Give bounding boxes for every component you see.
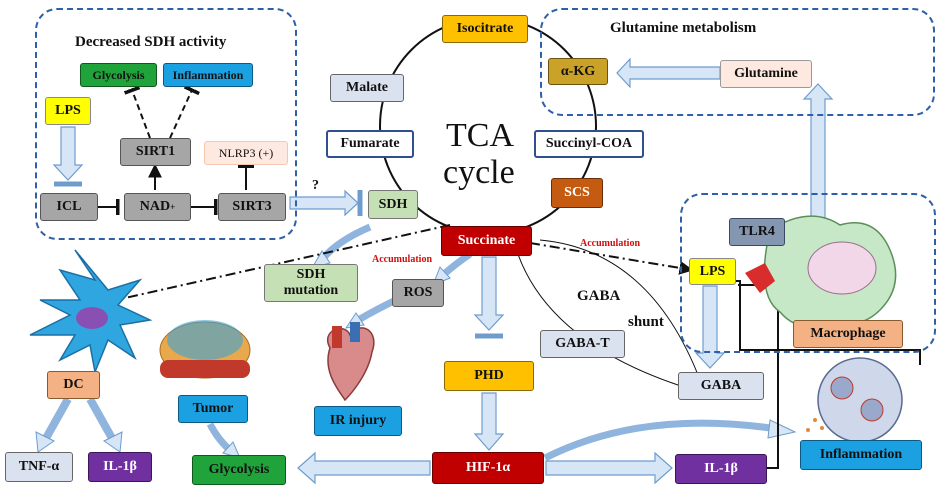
sdh-mutation-node: SDH mutation bbox=[264, 264, 358, 302]
sdh-activity-panel bbox=[35, 8, 297, 240]
tnf-alpha-node: TNF-α bbox=[5, 452, 73, 482]
tlr4-node: TLR4 bbox=[729, 218, 785, 246]
icl-node: ICL bbox=[40, 193, 98, 221]
sdh-inflammation-node: Inflammation bbox=[163, 63, 253, 87]
glutamine-panel-title: Glutamine metabolism bbox=[610, 20, 757, 36]
sdh-lps-node: LPS bbox=[45, 97, 91, 125]
unknown-link-label: ? bbox=[312, 178, 319, 193]
accumulation-to-lps bbox=[529, 242, 694, 275]
tca-label-line1: TCA bbox=[446, 117, 514, 154]
accumulation-left-label: Accumulation bbox=[372, 254, 432, 265]
il1b-left-node: IL-1β bbox=[88, 452, 152, 482]
succinate-to-phd-arrow bbox=[473, 256, 505, 331]
sirt3-to-sdh-arrow bbox=[289, 189, 359, 217]
hif-1a-node: HIF-1α bbox=[432, 452, 544, 484]
fumarate-node: Fumarate bbox=[326, 130, 414, 158]
nlrp3-node: NLRP3 (+) bbox=[204, 141, 288, 165]
gaba-node: GABA bbox=[678, 372, 764, 400]
sdh-glycolysis-node: Glycolysis bbox=[80, 63, 157, 87]
sirt3-node: SIRT3 bbox=[218, 193, 286, 221]
nad-text: NAD bbox=[139, 199, 171, 214]
sirt1-node: SIRT1 bbox=[120, 138, 191, 166]
macrophage-panel bbox=[680, 193, 936, 353]
macrophage-illustration bbox=[745, 215, 897, 328]
isocitrate-node: Isocitrate bbox=[442, 15, 528, 43]
malate-node: Malate bbox=[330, 74, 404, 102]
lps-to-icl-arrow bbox=[52, 126, 84, 181]
tumor-node: Tumor bbox=[178, 395, 248, 423]
dendritic-cell-illustration bbox=[29, 249, 153, 375]
nad-node: NAD+ bbox=[124, 193, 191, 221]
sdh-panel-title: Decreased SDH activity bbox=[75, 34, 227, 50]
glycolysis-node: Glycolysis bbox=[192, 455, 286, 485]
gaba-shunt-label-line2: shunt bbox=[628, 314, 664, 330]
succinyl-coa-node: Succinyl-COA bbox=[534, 130, 644, 158]
il1b-right-node: IL-1β bbox=[675, 454, 767, 484]
macrophage-lps-node: LPS bbox=[689, 258, 736, 285]
tumor-illustration bbox=[159, 320, 251, 379]
sdh-node: SDH bbox=[368, 190, 418, 219]
inflammation-node: Inflammation bbox=[800, 440, 922, 470]
heart-illustration bbox=[327, 322, 375, 402]
ir-injury-node: IR injury bbox=[314, 406, 402, 436]
glutamine-metabolism-panel bbox=[540, 8, 935, 116]
akg-node: α-KG bbox=[548, 58, 608, 85]
gaba-t-node: GABA-T bbox=[540, 330, 625, 358]
phd-node: PHD bbox=[444, 361, 534, 391]
succinate-node: Succinate bbox=[441, 226, 532, 256]
accumulation-right-label: Accumulation bbox=[580, 238, 640, 249]
nad-superscript: + bbox=[170, 202, 176, 212]
tca-label-line2: cycle bbox=[443, 154, 515, 191]
dc-node: DC bbox=[47, 371, 100, 399]
sdh-mutation-line2: mutation bbox=[283, 283, 339, 298]
macrophage-label: Macrophage bbox=[793, 320, 903, 348]
ros-node: ROS bbox=[392, 279, 444, 307]
inflammation-cell-illustration bbox=[806, 357, 903, 443]
glutamine-node: Glutamine bbox=[720, 60, 812, 88]
sdh-mutation-line1: SDH bbox=[296, 267, 326, 282]
scs-node: SCS bbox=[551, 178, 603, 208]
gaba-shunt-label-line1: GABA bbox=[577, 288, 621, 304]
